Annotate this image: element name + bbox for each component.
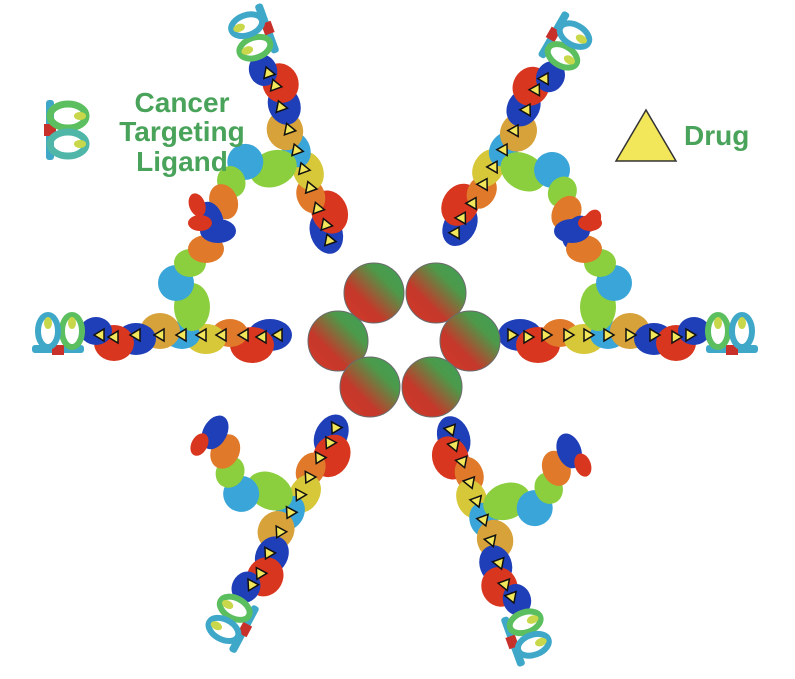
drug-label: Drug [684, 120, 750, 151]
nanoparticle-4 [439, 310, 501, 372]
nanoparticle-3 [307, 310, 369, 372]
nanoparticle-2 [405, 262, 467, 324]
ligand-label-line1: Cancer [134, 87, 230, 118]
arm-lower-right [420, 376, 648, 671]
ligand-label-line3: Ligand [136, 145, 228, 177]
arm-right [498, 215, 758, 363]
ligand-label: Cancer Targeting Ligand [112, 87, 252, 177]
nanoparticle-5 [339, 356, 401, 418]
nanoparticle-core [307, 262, 501, 418]
ligand-label-line2: Targeting [119, 116, 245, 148]
nanoparticle-1 [343, 262, 405, 324]
arm-left [32, 215, 292, 363]
arm-lower-left [114, 360, 367, 659]
nanoparticle-6 [401, 356, 463, 418]
ligand-legend-icon [44, 100, 90, 160]
drug-legend-triangle-icon [614, 108, 678, 162]
